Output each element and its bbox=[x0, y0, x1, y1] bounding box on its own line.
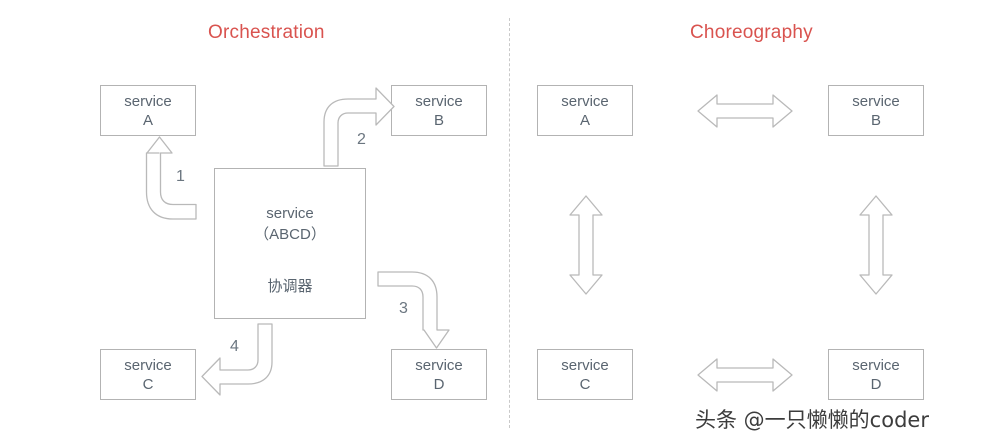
step-label-3: 3 bbox=[399, 300, 408, 317]
service-box-b-line2: B bbox=[433, 111, 444, 129]
service-box-a-line1: service bbox=[124, 92, 172, 110]
service-box-c-line1: service bbox=[124, 356, 172, 374]
coordinator-line2: （ABCD） bbox=[254, 226, 326, 243]
service-box-b-line1: service bbox=[415, 92, 463, 110]
step-label-4: 4 bbox=[230, 338, 239, 355]
step-label-2: 2 bbox=[357, 131, 366, 148]
watermark: 头条 @一只懒懒的coder bbox=[695, 408, 929, 432]
service-box-right-b-line2: B bbox=[870, 111, 881, 129]
service-box-right-c: service C bbox=[537, 349, 633, 400]
service-box-d-line1: service bbox=[415, 356, 463, 374]
service-box-right-a-line2: A bbox=[579, 111, 590, 129]
bidirectional-arrow-cd-icon bbox=[697, 358, 793, 392]
flow-arrow-3 bbox=[377, 271, 450, 349]
service-box-d: service D bbox=[391, 349, 487, 400]
bidirectional-arrow-bd-icon bbox=[859, 195, 893, 295]
flow-arrow-1-shape bbox=[145, 136, 197, 220]
coordinator-line1: service bbox=[266, 205, 314, 222]
choreography-title: Choreography bbox=[690, 22, 813, 43]
service-box-right-c-line2: C bbox=[579, 375, 591, 393]
orchestration-title: Orchestration bbox=[208, 22, 325, 43]
service-box-right-d: service D bbox=[828, 349, 924, 400]
service-box-a-line2: A bbox=[142, 111, 153, 129]
service-box-right-a: service A bbox=[537, 85, 633, 136]
step-label-1: 1 bbox=[176, 168, 185, 185]
service-box-a: service A bbox=[100, 85, 196, 136]
flow-arrow-4 bbox=[201, 323, 273, 396]
service-box-right-d-line1: service bbox=[852, 356, 900, 374]
service-box-right-d-line2: D bbox=[870, 375, 882, 393]
service-box-right-b: service B bbox=[828, 85, 924, 136]
service-box-c-line2: C bbox=[142, 375, 154, 393]
service-box-right-b-line1: service bbox=[852, 92, 900, 110]
service-box-d-line2: D bbox=[433, 375, 445, 393]
service-box-right-a-line1: service bbox=[561, 92, 609, 110]
service-box-b: service B bbox=[391, 85, 487, 136]
coordinator-box: service （ABCD） 协调器 bbox=[214, 168, 366, 319]
service-box-right-c-line1: service bbox=[561, 356, 609, 374]
flow-arrow-2 bbox=[323, 87, 395, 167]
bidirectional-arrow-ac-icon bbox=[569, 195, 603, 295]
service-box-c: service C bbox=[100, 349, 196, 400]
section-divider bbox=[509, 18, 510, 428]
coordinator-line3: 协调器 bbox=[267, 278, 313, 295]
bidirectional-arrow-ab-icon bbox=[697, 94, 793, 128]
